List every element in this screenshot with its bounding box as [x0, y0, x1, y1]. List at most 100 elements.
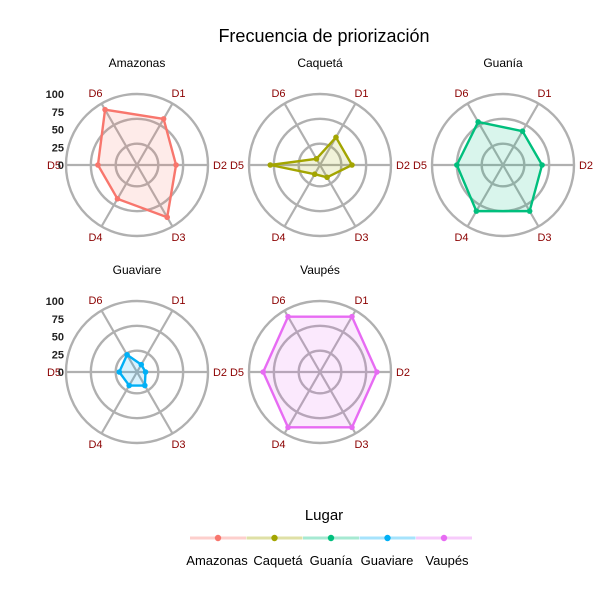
legend-label-guaviare: Guaviare	[361, 553, 414, 568]
r-tick-label: 50	[52, 332, 64, 344]
grid-spoke	[283, 102, 321, 166]
axis-label-d3: D3	[354, 232, 368, 244]
r-tick-label: 100	[46, 89, 64, 101]
axis-label-d5: D5	[47, 160, 61, 172]
data-point-guania-d1	[519, 128, 526, 134]
axis-label-d5: D5	[413, 160, 427, 172]
legend-title: Lugar	[305, 507, 343, 524]
grid-spoke	[283, 309, 321, 373]
data-point-guania-d3	[526, 208, 533, 214]
series-polygon-caqueta	[269, 136, 354, 179]
axis-label-d1: D1	[354, 88, 368, 100]
grid-spoke	[319, 371, 357, 435]
data-point-vaupes-d3	[349, 424, 355, 431]
r-tick-label: 75	[52, 314, 64, 326]
axis-label-d2: D2	[579, 160, 593, 172]
r-tick-label: 50	[52, 125, 64, 137]
grid-spoke	[136, 371, 174, 435]
data-point-guaviare-d4	[126, 382, 132, 389]
data-point-guaviare-d1	[138, 361, 145, 368]
axis-label-d5: D5	[230, 367, 244, 379]
data-point-guania-d4	[473, 208, 480, 214]
grid-spoke	[319, 102, 357, 166]
r-tick-label: 25	[52, 349, 64, 361]
legend-label-caqueta: Caquetá	[253, 553, 303, 568]
data-point-amazonas-d4	[114, 196, 121, 202]
axis-label-d6: D6	[271, 88, 285, 100]
axis-label-d2: D2	[213, 367, 227, 379]
data-point-amazonas-d2	[173, 162, 179, 168]
data-point-amazonas-d1	[160, 116, 167, 122]
legend: Lugar Amazonas Caquetá Guanía Guaviare Vaupé…	[186, 507, 472, 568]
grid-spoke	[100, 164, 138, 228]
legend-label-vaupes: Vaupés	[425, 553, 469, 568]
data-point-caqueta-d1	[333, 134, 339, 141]
grid-spoke	[502, 102, 540, 166]
grid-spoke	[100, 371, 138, 435]
data-point-guania-d2	[539, 162, 545, 168]
legend-label-guania: Guanía	[310, 553, 353, 568]
data-point-guaviare-d2	[142, 369, 149, 375]
grid-spoke	[466, 164, 504, 228]
axis-label-d4: D4	[271, 439, 285, 451]
panel-title-caqueta: Caquetá	[297, 56, 343, 70]
grid-spoke	[136, 102, 174, 166]
axis-label-d4: D4	[271, 232, 285, 244]
legend-key-point	[327, 534, 335, 542]
data-point-amazonas-d5	[95, 162, 101, 168]
legend-key-point	[271, 534, 278, 542]
axis-label-d3: D3	[171, 439, 185, 451]
panel-title-guaviare: Guaviare	[113, 263, 162, 277]
axis-label-d3: D3	[537, 232, 551, 244]
axis-label-d6: D6	[88, 295, 102, 307]
data-point-guaviare-d3	[142, 382, 148, 389]
r-tick-label: 0	[58, 160, 64, 172]
data-point-guania-d5	[454, 162, 460, 168]
axis-label-d6: D6	[88, 88, 102, 100]
grid-spoke	[136, 309, 174, 373]
legend-key-point	[440, 534, 448, 542]
axis-label-d2: D2	[396, 160, 410, 172]
panels: AmazonasD1D2D3D4D5D60255075100CaquetáD1D…	[46, 56, 593, 451]
legend-key-point	[214, 534, 222, 542]
r-tick-label: 0	[58, 367, 64, 379]
legend-item-caqueta: Caquetá	[246, 534, 303, 568]
grid-spoke	[466, 102, 504, 166]
axis-label-d5: D5	[230, 160, 244, 172]
legend-item-amazonas: Amazonas	[186, 534, 248, 568]
grid-spoke	[319, 309, 357, 373]
legend-item-vaupes: Vaupés	[416, 534, 472, 568]
grid-spoke	[100, 309, 138, 373]
legend-label-amazonas: Amazonas	[186, 553, 248, 568]
chart-title: Frecuencia de priorización	[218, 26, 429, 46]
axis-label-d1: D1	[354, 295, 368, 307]
data-point-guania-d6	[475, 119, 481, 125]
series-polygon-guaviare	[118, 353, 147, 387]
axis-label-d1: D1	[171, 295, 185, 307]
axis-label-d3: D3	[354, 439, 368, 451]
r-tick-label: 75	[52, 107, 64, 119]
data-point-vaupes-d5	[260, 369, 267, 375]
axis-label-d4: D4	[88, 439, 102, 451]
data-point-amazonas-d3	[164, 214, 170, 221]
legend-item-guania: Guanía	[303, 534, 359, 568]
data-point-vaupes-d2	[374, 369, 380, 375]
grid-spoke	[283, 371, 321, 435]
axis-label-d5: D5	[47, 367, 61, 379]
data-point-guaviare-d6	[124, 351, 130, 358]
data-point-caqueta-d3	[324, 174, 330, 181]
data-point-caqueta-d4	[311, 171, 318, 178]
axis-label-d4: D4	[454, 232, 468, 244]
axis-label-d2: D2	[213, 160, 227, 172]
grid-spoke	[100, 102, 138, 166]
data-point-guaviare-d5	[116, 369, 123, 375]
panel-title-amazonas: Amazonas	[109, 56, 166, 70]
legend-key-point	[384, 534, 391, 542]
panel-title-guania: Guanía	[483, 56, 523, 70]
axis-label-d6: D6	[454, 88, 468, 100]
data-point-vaupes-d6	[285, 313, 291, 320]
